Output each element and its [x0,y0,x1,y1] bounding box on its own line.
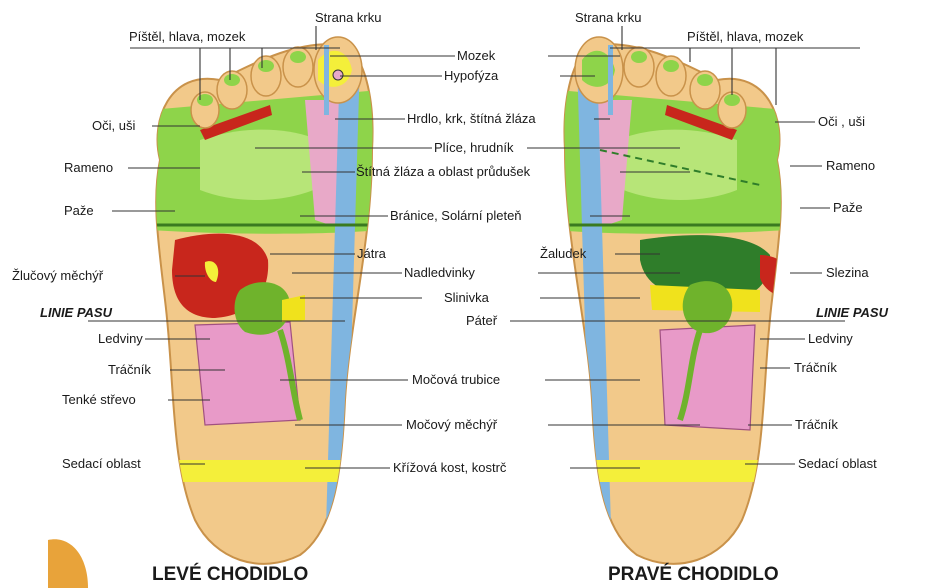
label-left-zlucovy: Žlučový měchýř [12,268,104,283]
right-foot [540,37,796,564]
label-mocova-trubice: Močová trubice [412,372,500,387]
label-mocovy-mechyr: Močový měchýř [406,417,498,432]
label-left-linie: LINIE PASU [40,305,113,320]
left-pituitary-dot [333,70,343,80]
label-plice: Plíce, hrudník [434,140,514,155]
right-bladder [683,281,733,333]
label-nadledvinky: Nadledvinky [404,265,475,280]
label-left-paze: Paže [64,203,94,218]
caption-left-sole: LEVÉ CHODIDLO [152,563,308,585]
label-left-rameno: Rameno [64,160,113,175]
label-right-sedaci: Sedací oblast [798,456,877,471]
label-right-oci: Oči , uši [818,114,865,129]
label-right-paze: Paže [833,200,863,215]
label-left-oci: Oči, uši [92,118,135,133]
label-right-ledviny: Ledviny [808,331,853,346]
label-right-strana-krku: Strana krku [575,10,641,25]
right-sacral-band [540,460,790,482]
label-zaludek: Žaludek [540,246,587,261]
caption-right-sole: PRAVÉ CHODIDLO [608,563,779,585]
label-krizova: Křížová kost, kostrč [393,460,507,475]
label-left-tenke: Tenké střevo [62,392,136,407]
orange-corner-shape [48,539,88,588]
label-left-sedaci: Sedací oblast [62,456,141,471]
label-right-tracnik-2: Tráčník [795,417,838,432]
label-right-tracnik-1: Tráčník [794,360,837,375]
label-left-ledviny: Ledviny [98,331,143,346]
left-foot [150,37,400,564]
label-left-tracnik: Tráčník [108,362,151,377]
label-slinivka: Slinivka [444,290,490,305]
label-left-pistel: Píštěl, hlava, mozek [129,29,246,44]
label-pater: Páteř [466,313,498,328]
label-hrdlo: Hrdlo, krk, štítná žláza [407,111,536,126]
label-right-slezina: Slezina [826,265,869,280]
right-intestines [660,325,755,430]
label-left-strana-krku: Strana krku [315,10,381,25]
label-stitna: Štítná žláza a oblast průdušek [356,164,531,179]
label-jatra: Játra [357,246,387,261]
label-right-pistel: Píštěl, hlava, mozek [687,29,804,44]
label-branice: Bránice, Solární pleteň [390,208,522,223]
left-sacral-band [150,460,400,482]
label-hypofyza: Hypofýza [444,68,499,83]
label-right-rameno: Rameno [826,158,875,173]
label-mozek: Mozek [457,48,496,63]
label-right-linie: LINIE PASU [816,305,889,320]
